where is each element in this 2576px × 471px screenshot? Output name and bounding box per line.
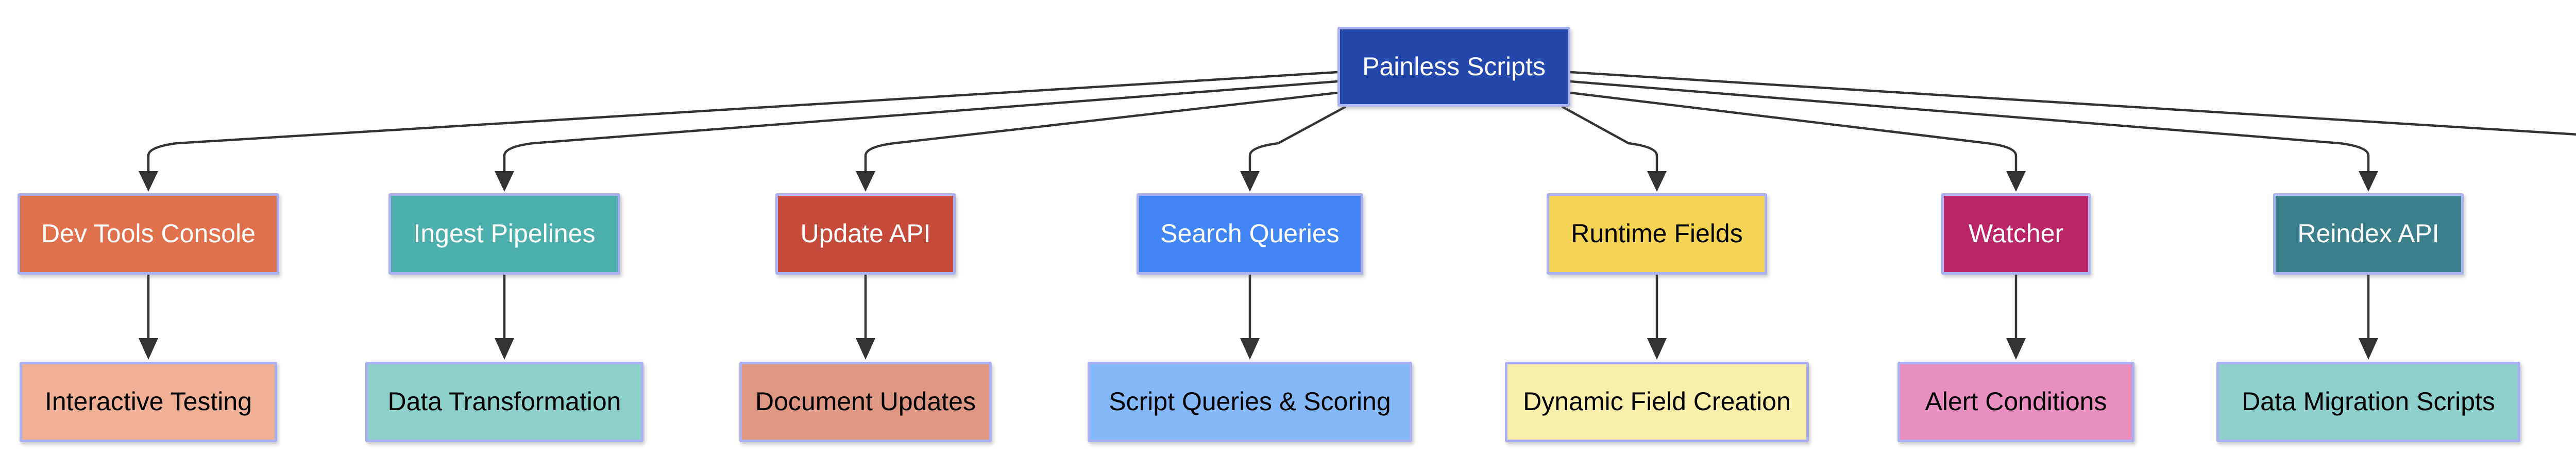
edge-root-reindex-api [1570,80,2378,192]
node-ingest-pipelines: Ingest Pipelines [388,193,620,275]
edge-search-queries-script-queries [1240,275,1260,360]
edge-watcher-alert-conditions [2006,275,2026,360]
node-painless-scripts: Painless Scripts [1337,27,1570,107]
node-label: Dev Tools Console [41,219,256,248]
edge-root-aggregations [1570,71,2576,136]
node-label: Update API [800,219,931,248]
node-label: Search Queries [1160,219,1340,248]
node-interactive-testing: Interactive Testing [20,362,277,442]
node-data-migration-scripts: Data Migration Scripts [2216,362,2520,442]
node-script-queries-scoring: Script Queries & Scoring [1088,362,1412,442]
node-label: Interactive Testing [44,387,252,416]
node-alert-conditions: Alert Conditions [1897,362,2134,442]
edge-reindex-api-data-migration-scripts [2359,275,2378,360]
edge-runtime-fields-dynamic-field-creation [1647,275,1667,360]
node-label: Ingest Pipelines [413,219,596,248]
node-watcher: Watcher [1941,193,2091,275]
node-label: Reindex API [2297,219,2439,248]
edge-ingest-pipelines-data-transformation [495,275,514,360]
node-update-api: Update API [775,193,956,275]
node-search-queries: Search Queries [1137,193,1363,275]
node-label: Document Updates [755,387,976,416]
node-label: Runtime Fields [1571,219,1743,248]
node-reindex-api: Reindex API [2273,193,2464,275]
node-data-transformation: Data Transformation [365,362,643,442]
edge-root-watcher [1570,91,2026,192]
node-document-updates: Document Updates [739,362,992,442]
edge-root-dev-tools-console [139,71,1338,192]
node-label: Painless Scripts [1362,52,1546,81]
node-label: Watcher [1968,219,2064,248]
node-label: Script Queries & Scoring [1109,387,1391,416]
edge-update-api-document-updates [856,275,875,360]
edge-dev-tools-console-interactive-testing [139,275,158,360]
edge-root-update-api [856,91,1338,192]
node-label: Alert Conditions [1925,387,2107,416]
node-label: Data Transformation [387,387,621,416]
node-label: Data Migration Scripts [2242,387,2495,416]
node-runtime-fields: Runtime Fields [1547,193,1767,275]
node-label: Dynamic Field Creation [1523,387,1791,416]
node-dynamic-field-creation: Dynamic Field Creation [1505,362,1809,442]
edge-root-ingest-pipelines [495,80,1338,192]
edge-root-search-queries [1240,106,1347,192]
node-dev-tools-console: Dev Tools Console [18,193,279,275]
edge-root-runtime-fields [1561,106,1667,192]
